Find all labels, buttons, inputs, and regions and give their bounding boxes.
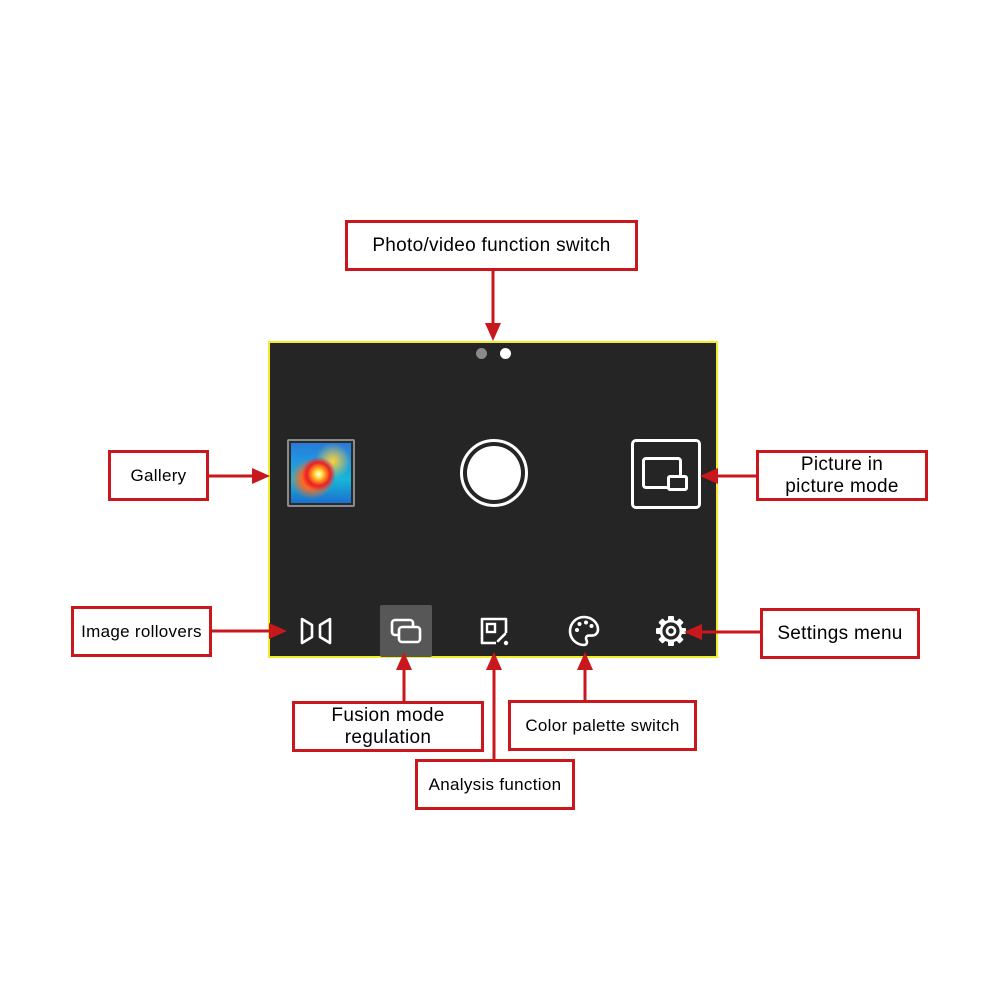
photo-video-switch-label: Photo/video function switch (345, 220, 638, 271)
shutter-button[interactable] (460, 439, 528, 507)
gallery-thumbnail[interactable] (287, 439, 355, 507)
camera-screen (268, 341, 718, 658)
shutter-button-icon (467, 446, 521, 500)
image-rollover-icon (300, 617, 332, 645)
color-palette-icon (568, 615, 600, 647)
gear-icon (656, 616, 686, 646)
fusion-mode-text-line2: regulation (344, 726, 432, 748)
color-palette-label: Color palette switch (508, 700, 697, 751)
fusion-mode-label: Fusion mode regulation (292, 701, 484, 752)
gallery-text: Gallery (130, 465, 187, 485)
page-dot-1[interactable] (476, 348, 487, 359)
page-dot-2[interactable] (500, 348, 511, 359)
analysis-button[interactable] (468, 605, 520, 657)
analysis-function-label: Analysis function (415, 759, 575, 810)
image-rollover-button[interactable] (290, 605, 342, 657)
settings-menu-text: Settings menu (777, 622, 903, 644)
color-palette-text: Color palette switch (525, 715, 680, 735)
analysis-icon (480, 617, 509, 646)
pip-inset-icon (667, 475, 688, 491)
analysis-function-text: Analysis function (428, 774, 562, 794)
picture-in-picture-button[interactable] (631, 439, 701, 509)
thermal-image-thumbnail (291, 443, 351, 503)
gallery-label: Gallery (108, 450, 209, 501)
pip-mode-text-line2: picture mode (785, 475, 899, 497)
settings-button[interactable] (645, 605, 697, 657)
photo-video-switch-text: Photo/video function switch (372, 234, 611, 256)
fusion-mode-text-line1: Fusion mode (331, 704, 445, 726)
fusion-mode-button[interactable] (380, 605, 432, 657)
picture-in-picture-icon (642, 457, 682, 489)
image-rollovers-text: Image rollovers (81, 621, 202, 641)
pip-mode-text-line1: Picture in (800, 453, 884, 475)
pip-mode-label: Picture in picture mode (756, 450, 928, 501)
image-rollovers-label: Image rollovers (71, 606, 212, 657)
color-palette-button[interactable] (558, 605, 610, 657)
fusion-mode-icon (390, 618, 422, 644)
settings-menu-label: Settings menu (760, 608, 920, 659)
